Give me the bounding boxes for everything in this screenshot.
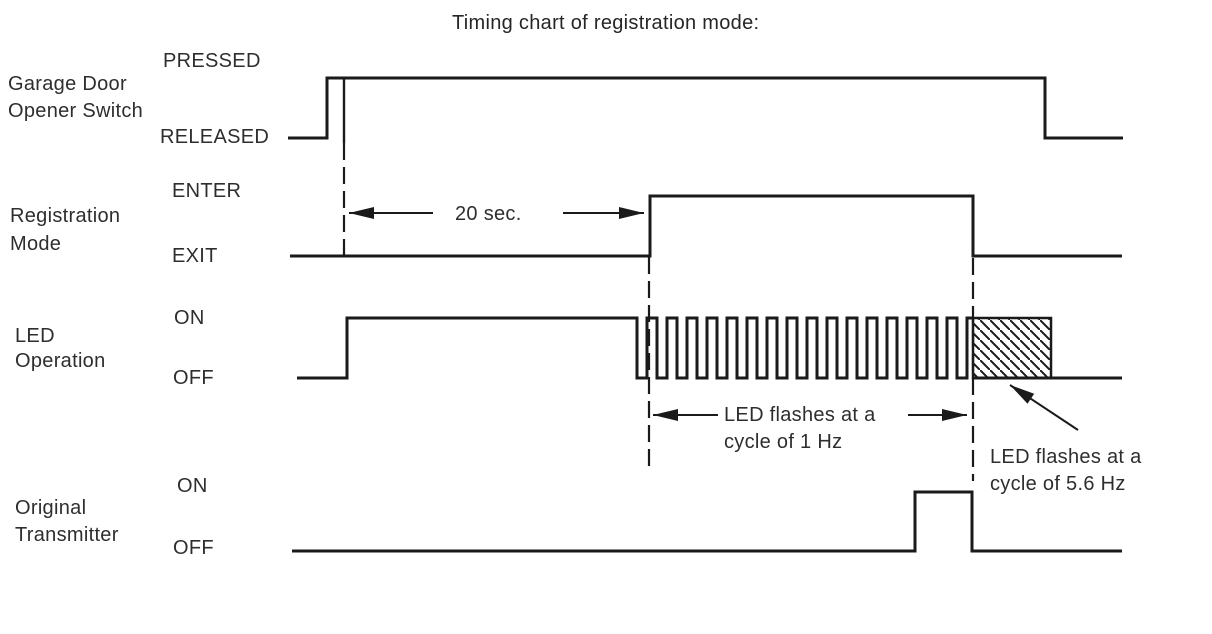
row-label-transmitter-line2: Transmitter <box>15 524 119 546</box>
level-label-released: RELEASED <box>160 126 270 148</box>
level-label-tx-on: ON <box>177 475 208 497</box>
row-label-garage-door-line2: Opener Switch <box>8 100 144 122</box>
flash-1hz-label-line1: LED flashes at a <box>724 404 876 426</box>
level-label-exit: EXIT <box>172 245 218 267</box>
signal-registration-mode <box>290 194 1122 258</box>
flash-56hz-pointer-arrow <box>1009 384 1079 431</box>
level-label-pressed: PRESSED <box>163 50 261 72</box>
flash-56hz-hatched-region <box>971 316 1053 380</box>
level-label-enter: ENTER <box>172 180 242 202</box>
signal-led-operation <box>297 316 973 380</box>
interval-20sec-label: 20 sec. <box>455 203 522 225</box>
row-label-led-line1: LED <box>15 325 55 347</box>
row-label-registration-line2: Mode <box>10 233 62 255</box>
waveforms-layer <box>288 76 1123 553</box>
row-label-transmitter-line1: Original <box>15 497 87 519</box>
row-label-registration-line1: Registration <box>10 205 121 227</box>
row-label-garage-door-line1: Garage Door <box>8 73 127 95</box>
level-label-led-on: ON <box>174 307 205 329</box>
chart-title: Timing chart of registration mode: <box>452 12 760 34</box>
signal-original-transmitter <box>292 490 1122 553</box>
flash-56hz-label-line1: LED flashes at a <box>990 446 1142 468</box>
level-label-tx-off: OFF <box>173 537 214 559</box>
flash-1hz-label-line2: cycle of 1 Hz <box>724 431 843 453</box>
flash-56hz-label-line2: cycle of 5.6 Hz <box>990 473 1126 495</box>
row-label-led-line2: Operation <box>15 350 106 372</box>
signal-garage-door-opener-switch <box>288 76 1123 140</box>
level-label-led-off: OFF <box>173 367 214 389</box>
